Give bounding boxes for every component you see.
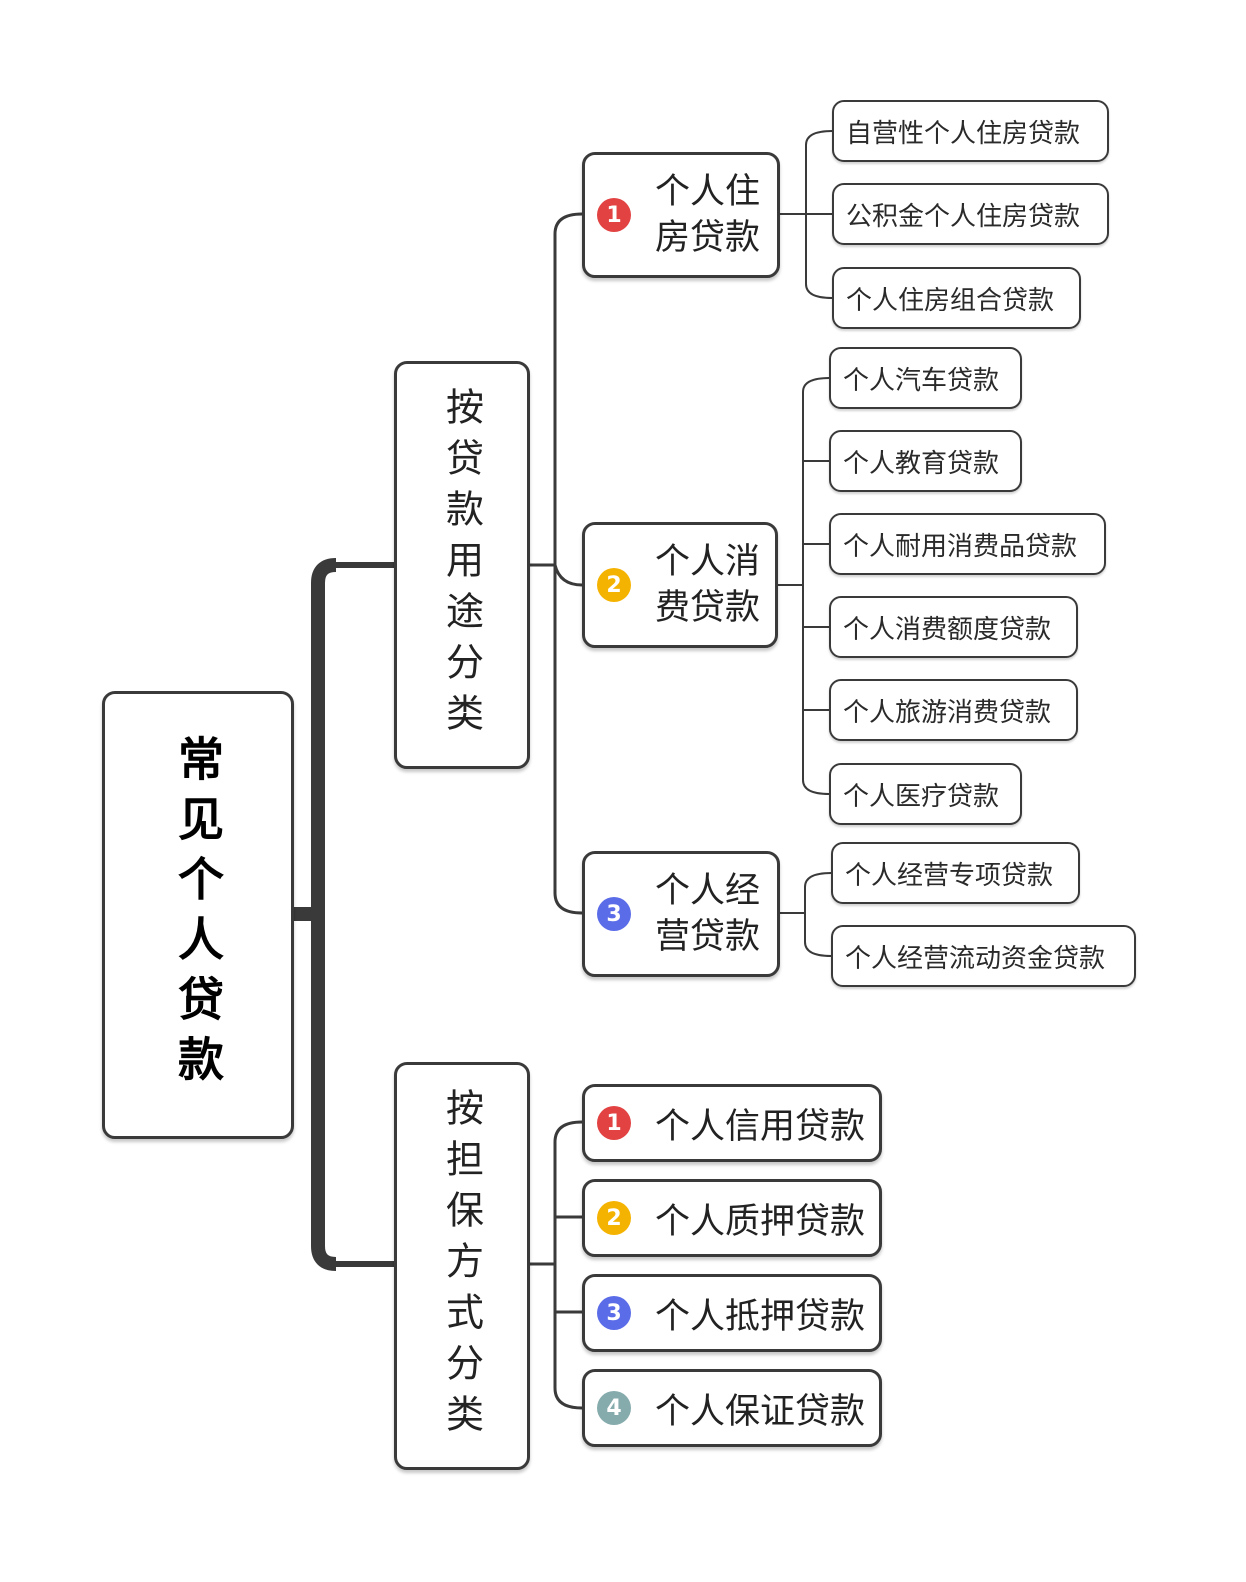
leaf-node[interactable]: 个人耐用消费品贷款	[829, 513, 1106, 575]
category-purpose-node[interactable]: 按贷款用途分类	[394, 361, 530, 769]
leaf-node[interactable]: 个人教育贷款	[829, 430, 1022, 492]
subgroup-consumer-label: 个人消费贷款	[655, 542, 761, 628]
leaf-node[interactable]: 自营性个人住房贷款	[832, 100, 1109, 162]
badge-3-icon: 3	[597, 897, 631, 931]
leaf-node[interactable]: 个人医疗贷款	[829, 763, 1022, 825]
leaf-label: 自营性个人住房贷款	[846, 118, 1081, 149]
leaf-label: 个人旅游消费贷款	[843, 697, 1052, 728]
purpose-to-consumer	[553, 564, 583, 587]
purpose-vertical	[553, 212, 583, 915]
badge-3-icon: 3	[597, 1296, 631, 1330]
badge-1-icon: 1	[597, 1106, 631, 1140]
business-vertical	[804, 872, 832, 957]
leaf-label: 个人消费额度贷款	[843, 614, 1052, 645]
category-guarantee-label: 按担保方式分类	[439, 1087, 484, 1445]
leaf-label: 个人汽车贷款	[843, 365, 1000, 396]
leaf-node[interactable]: 个人住房组合贷款	[832, 267, 1081, 329]
subgroup-business-label: 个人经营贷款	[655, 871, 761, 957]
leaf-label: 个人经营流动资金贷款	[845, 943, 1106, 974]
badge-2-icon: 2	[597, 568, 631, 602]
badge-1-icon: 1	[597, 198, 631, 232]
guarantee-item-label: 个人信用贷款	[655, 1106, 866, 1147]
leaf-label: 个人耐用消费品贷款	[843, 531, 1078, 562]
leaf-label: 个人教育贷款	[843, 448, 1000, 479]
subgroup-housing-node[interactable]: 1 个人住房贷款	[582, 152, 780, 278]
leaf-node[interactable]: 个人消费额度贷款	[829, 596, 1078, 658]
leaf-label: 个人医疗贷款	[843, 781, 1000, 812]
leaf-node[interactable]: 个人旅游消费贷款	[829, 679, 1078, 741]
badge-4-icon: 4	[597, 1391, 631, 1425]
leaf-node[interactable]: 个人汽车贷款	[829, 347, 1022, 409]
leaf-label: 公积金个人住房贷款	[846, 201, 1081, 232]
leaf-node[interactable]: 公积金个人住房贷款	[832, 183, 1109, 245]
leaf-node[interactable]: 个人经营专项贷款	[831, 842, 1080, 904]
root-node[interactable]: 常见个人贷款	[102, 691, 294, 1139]
guarantee-item-label: 个人保证贷款	[655, 1391, 866, 1432]
subgroup-housing-label: 个人住房贷款	[655, 172, 761, 258]
guarantee-item-credit[interactable]: 1 个人信用贷款	[582, 1084, 882, 1162]
consumer-vertical	[802, 377, 830, 795]
subgroup-consumer-node[interactable]: 2 个人消费贷款	[582, 522, 778, 648]
root-title: 常见个人贷款	[171, 735, 225, 1095]
guarantee-item-mortgage[interactable]: 3 个人抵押贷款	[582, 1274, 882, 1352]
category-purpose-label: 按贷款用途分类	[439, 386, 484, 744]
category-guarantee-node[interactable]: 按担保方式分类	[394, 1062, 530, 1470]
badge-2-icon: 2	[597, 1201, 631, 1235]
guarantee-vertical	[553, 1120, 583, 1410]
guarantee-item-label: 个人抵押贷款	[655, 1296, 866, 1337]
leaf-node[interactable]: 个人经营流动资金贷款	[831, 925, 1136, 987]
guarantee-item-guarantor[interactable]: 4 个人保证贷款	[582, 1369, 882, 1447]
leaf-label: 个人经营专项贷款	[845, 860, 1054, 891]
leaf-label: 个人住房组合贷款	[846, 285, 1055, 316]
subgroup-business-node[interactable]: 3 个人经营贷款	[582, 851, 780, 977]
guarantee-item-pledge[interactable]: 2 个人质押贷款	[582, 1179, 882, 1257]
root-trunk-vertical	[311, 558, 337, 1271]
guarantee-item-label: 个人质押贷款	[655, 1201, 866, 1242]
